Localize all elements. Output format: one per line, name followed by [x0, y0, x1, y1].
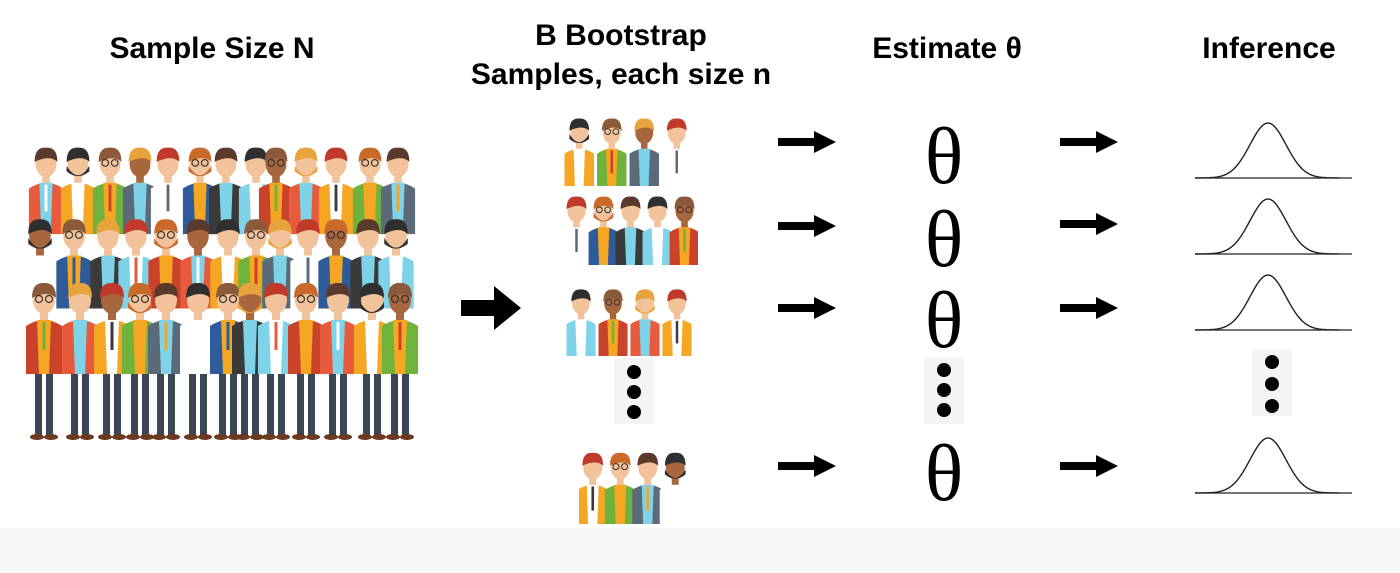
- theta-symbol-2: θ: [925, 196, 963, 284]
- theta-symbol-3: θ: [925, 277, 963, 365]
- heading-sample-size: Sample Size N: [109, 32, 314, 65]
- person-figure: [662, 118, 692, 186]
- row-arrows: [778, 131, 1118, 477]
- person-figure: [615, 196, 646, 265]
- right-arrow-icon: [1060, 213, 1118, 235]
- person-figure: [632, 452, 664, 524]
- person-figure: [563, 196, 592, 265]
- big-right-arrow-icon: [461, 286, 521, 330]
- right-arrow-icon: [778, 215, 836, 237]
- person-figure: [564, 118, 594, 186]
- theta-column: θ θ θ θ: [925, 113, 963, 518]
- person-figure: [669, 196, 698, 265]
- person-figure: [62, 282, 98, 440]
- person-figure: [642, 196, 673, 265]
- person-figure: [588, 196, 619, 265]
- heading-inference: Inference: [1202, 32, 1335, 65]
- person-figure: [148, 282, 184, 440]
- person-figure: [597, 118, 627, 186]
- vertical-ellipsis-icon: [1252, 350, 1292, 416]
- right-arrow-icon: [1060, 131, 1118, 153]
- person-figure: [659, 452, 689, 524]
- person-figure: [629, 118, 659, 186]
- person-figure: [26, 282, 62, 440]
- right-arrow-icon: [778, 455, 836, 477]
- bootstrap-sample-thumbnail: [579, 446, 689, 524]
- right-arrow-icon: [1060, 455, 1118, 477]
- person-figure: [598, 289, 628, 356]
- bootstrap-sample-thumbnail: [563, 112, 693, 186]
- person-figure: [318, 147, 354, 235]
- bootstrap-sample-thumbnail: [563, 190, 698, 265]
- right-arrow-icon: [778, 131, 836, 153]
- normal-curve-icon: [1194, 274, 1352, 331]
- bootstrap-sample-thumbnail: [565, 283, 693, 356]
- normal-curve-icon: [1194, 198, 1352, 255]
- crowd-icon: [22, 147, 418, 440]
- bootstrap-samples: [563, 112, 698, 524]
- person-figure: [94, 282, 130, 440]
- person-figure: [288, 282, 324, 440]
- person-figure: [182, 147, 218, 235]
- person-figure: [604, 452, 636, 524]
- person-figure: [180, 282, 216, 440]
- normal-curve-icon: [1194, 437, 1352, 494]
- vertical-ellipsis-icon: [614, 358, 654, 424]
- footer-band: [0, 528, 1400, 573]
- heading-bootstrap-line-1: B Bootstrap: [535, 19, 707, 52]
- person-figure: [258, 282, 294, 440]
- person-figure: [566, 289, 596, 356]
- theta-symbol-4: θ: [925, 430, 963, 518]
- person-figure: [320, 282, 356, 440]
- person-figure: [630, 289, 660, 356]
- normal-curve-icon: [1194, 122, 1352, 179]
- heading-bootstrap-line-2: Samples, each size n: [471, 58, 771, 91]
- right-arrow-icon: [778, 297, 836, 319]
- person-figure: [354, 282, 390, 440]
- heading-estimate: Estimate θ: [872, 32, 1022, 65]
- vertical-ellipsis-icon: [924, 358, 964, 424]
- theta-symbol-1: θ: [925, 113, 963, 201]
- inference-curves: [1194, 122, 1352, 494]
- person-figure: [382, 282, 418, 440]
- right-arrow-icon: [1060, 297, 1118, 319]
- person-figure: [579, 452, 609, 524]
- person-figure: [662, 289, 692, 356]
